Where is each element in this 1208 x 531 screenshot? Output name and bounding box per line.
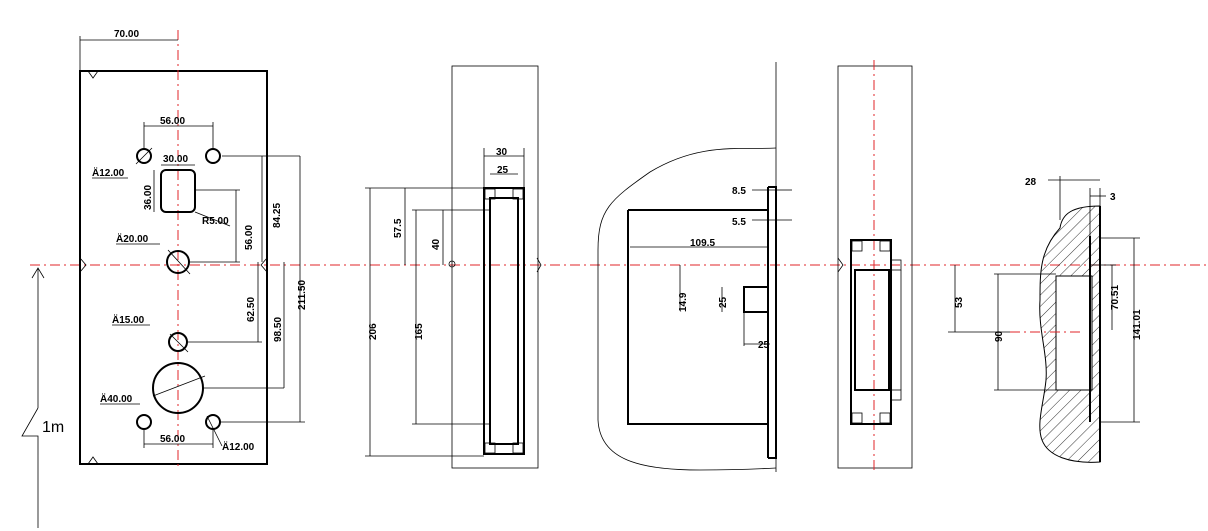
level-marker: 1m <box>21 267 64 528</box>
hole-12-right-bottom <box>205 414 221 430</box>
view-side-section: 30 25 57.5 40 206 165 <box>365 65 542 469</box>
level-label: 1m <box>42 419 64 436</box>
slot-body <box>483 187 525 455</box>
dim-3: 3 <box>1110 192 1116 203</box>
dim-109-5: 109.5 <box>690 238 715 249</box>
dim-dia20: Ä20.00 <box>116 232 149 245</box>
dim-141-01: 141.01 <box>1132 309 1143 340</box>
dim-90: 90 <box>994 330 1005 342</box>
dim-36: 36.00 <box>143 185 154 210</box>
dim-53: 53 <box>954 296 965 308</box>
break-outline <box>597 147 777 471</box>
dim-98: 98.50 <box>273 317 284 342</box>
view-frame-side <box>837 60 913 472</box>
dim-30: 30 <box>496 147 508 158</box>
dim-56-bottom: 56.00 <box>160 434 185 445</box>
dim-dia12-top: Ä12.00 <box>92 166 125 179</box>
dim-57: 57.5 <box>393 218 404 238</box>
dim-56-top: 56.00 <box>160 116 185 127</box>
dim-30: 30.00 <box>163 154 188 165</box>
dim-25-horiz: 25 <box>758 340 770 351</box>
frame-outline-2 <box>837 65 913 469</box>
dim-70-51: 70.51 <box>1110 285 1121 310</box>
view-elevation: 8.5 5.5 109.5 14.9 25 25 <box>597 62 792 472</box>
dim-14-9: 14.9 <box>678 292 689 312</box>
hole-12-left-bottom <box>136 414 152 430</box>
hole-12-left-top <box>136 148 152 164</box>
dim-62: 62.50 <box>246 297 257 322</box>
dim-165: 165 <box>414 323 425 340</box>
dim-40: 40 <box>431 238 442 250</box>
view-front-plate: 70.00 56.00 Ä12.00 30.00 36.00 R5.00 Ä20… <box>79 29 308 470</box>
frame-outline <box>451 65 539 469</box>
hole-12-right-top <box>205 148 221 164</box>
dim-28: 28 <box>1025 177 1037 188</box>
dim-84: 84.25 <box>272 203 283 228</box>
dim-r5: R5.00 <box>202 216 229 227</box>
dim-dia12-bottom: Ä12.00 <box>222 440 255 453</box>
dim-211: 211.50 <box>297 280 308 310</box>
dim-5-5: 5.5 <box>732 217 746 228</box>
dim-206: 206 <box>368 323 379 340</box>
view-hatched-section: 28 3 53 90 70.51 141.01 <box>948 176 1143 463</box>
dim-25-vert: 25 <box>718 296 729 308</box>
dim-dia15: Ä15.00 <box>112 313 145 326</box>
dim-dia40: Ä40.00 <box>100 392 133 405</box>
plate-outline <box>79 70 268 465</box>
dim-25: 25 <box>497 165 509 176</box>
dim-56-vert: 56.00 <box>244 225 255 250</box>
dim-8-5: 8.5 <box>732 186 746 197</box>
dim-width: 70.00 <box>114 29 139 40</box>
rect-slot <box>160 169 196 213</box>
